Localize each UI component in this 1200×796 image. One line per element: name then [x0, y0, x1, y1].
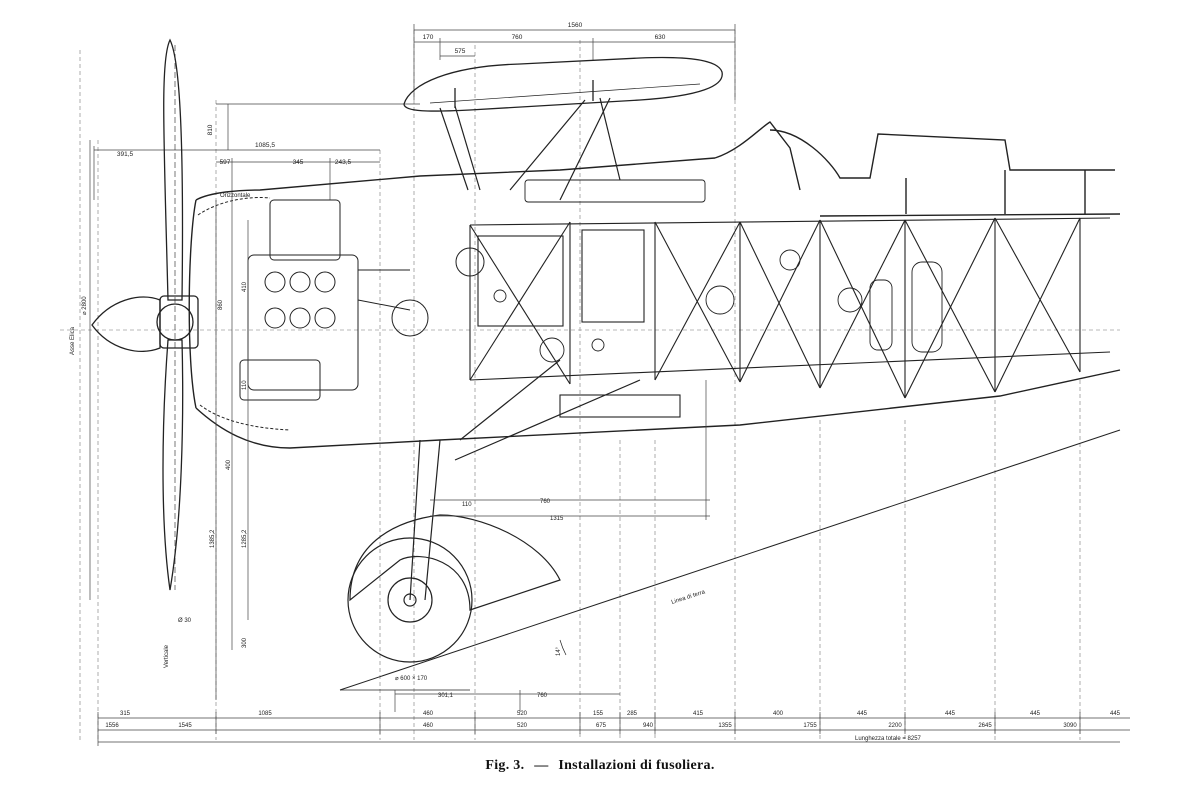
cowling	[197, 197, 291, 431]
dimension-inner-301: 301,1	[438, 693, 454, 699]
dimension-110: 110	[242, 380, 248, 390]
side-label-texts: Asse Elica ⌀ 2800 Ø 30 Orizzontale Verti…	[70, 193, 922, 742]
bottom-1-3: 520	[517, 711, 528, 717]
dimension-243: 243,5	[335, 159, 352, 166]
propeller-diameter-label: ⌀ 2800	[82, 296, 88, 315]
dimension-575: 575	[455, 48, 466, 55]
bottom-2-4: 675	[596, 723, 607, 729]
dimension-inner-760: 760	[540, 499, 551, 505]
figure-label: Fig. 3.	[485, 758, 525, 773]
bottom-2-9: 2645	[978, 723, 992, 729]
dimension-860: 860	[218, 299, 224, 310]
propeller	[91, 38, 199, 591]
bottom-2-0: 1556	[105, 723, 119, 729]
vertical-dimension-lines	[89, 140, 249, 700]
dimension-597: 597	[220, 159, 231, 166]
dimension-170: 170	[423, 34, 434, 41]
dimension-1085: 1085,5	[255, 142, 275, 149]
dimension-810: 810	[207, 124, 214, 135]
ground-line	[339, 429, 1121, 691]
vertical-dimension-texts: 1385,2 1285,2 300 400 110 860 410	[210, 281, 248, 648]
dimension-1285: 1285,2	[242, 529, 248, 548]
verticale-label: Verticale	[164, 644, 170, 668]
bottom-1-9: 445	[945, 711, 956, 717]
dimension-inner-1315: 1315	[550, 516, 564, 522]
dimension-400: 400	[226, 459, 232, 470]
dimension-760: 760	[512, 34, 523, 41]
cabane-struts	[439, 97, 621, 201]
bottom-1-6: 415	[693, 711, 704, 717]
bottom-2-10: 3090	[1063, 723, 1077, 729]
total-length-label: Lunghezza totale = 8257	[855, 736, 922, 742]
upper-wing	[403, 56, 723, 112]
dimension-1385: 1385,2	[210, 529, 216, 548]
figure-dash: —	[534, 758, 549, 773]
bottom-dimension-texts: 315 1085 460 520 155 285 415 400 445 445…	[105, 711, 1120, 729]
bottom-2-2: 460	[423, 723, 434, 729]
bottom-1-11: 445	[1110, 711, 1121, 717]
top-dimension-texts: 1560 170 760 630 575 391,5 1085,5 597 34…	[117, 22, 666, 166]
landing-gear	[347, 359, 641, 663]
bottom-2-5: 940	[643, 723, 654, 729]
bottom-2-3: 520	[517, 723, 528, 729]
bottom-1-4: 155	[593, 711, 604, 717]
orizzontale-label: Orizzontale	[220, 193, 251, 199]
figure-title: Installazioni di fusoliera.	[558, 758, 715, 773]
fuselage-outline	[188, 121, 1121, 449]
bottom-1-5: 285	[627, 711, 638, 717]
bottom-2-7: 1755	[803, 723, 817, 729]
dimension-inner-760b: 760	[537, 693, 548, 699]
propeller-hub-axis-label: Asse Elica	[70, 326, 76, 355]
bottom-2-1: 1545	[178, 723, 192, 729]
bottom-2-8: 2200	[888, 723, 902, 729]
bottom-1-7: 400	[773, 711, 784, 717]
dimension-345: 345	[293, 159, 304, 166]
fuselage-truss	[469, 217, 1111, 418]
dimension-300: 300	[242, 637, 248, 648]
overall-dimension: 1560	[568, 22, 583, 29]
wheel-size-label: ⌀ 600 × 170	[395, 676, 428, 682]
dimension-inner-110: 110	[462, 502, 472, 508]
figure-caption: Fig. 3. — Installazioni di fusoliera.	[0, 758, 1200, 774]
engine	[239, 199, 485, 401]
bottom-dimension-lines	[97, 380, 1130, 746]
dimension-410: 410	[242, 281, 248, 292]
bottom-1-2: 460	[423, 711, 434, 717]
dimension-630: 630	[655, 34, 666, 41]
bottom-2-6: 1355	[718, 723, 732, 729]
bottom-1-1: 1085	[258, 711, 272, 717]
cockpit-equipment	[493, 179, 943, 363]
top-dimension-lines	[93, 24, 736, 200]
bottom-1-0: 315	[120, 711, 131, 717]
bottom-1-10: 445	[1030, 711, 1041, 717]
bottom-1-8: 445	[857, 711, 868, 717]
inner-dimension-texts: 110 760 1315 301,1 760	[438, 499, 564, 699]
angle-label: 14°	[556, 646, 562, 656]
dimension-391: 391,5	[117, 151, 134, 158]
propeller-axis-label: Ø 30	[178, 618, 192, 624]
reference-lines	[60, 30, 1120, 740]
ground-line-label: Linea di terra	[671, 589, 707, 606]
